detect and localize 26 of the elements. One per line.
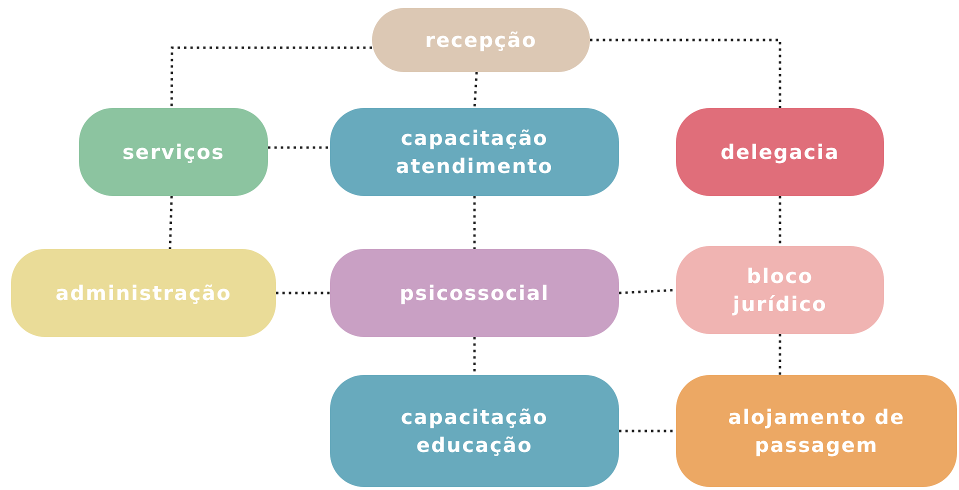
node-label: alojamento de passagem	[727, 404, 906, 459]
dotted-connector	[170, 46, 372, 108]
dotted-connector	[168, 196, 173, 250]
dotted-connector	[778, 334, 782, 375]
rounded-node	[330, 108, 619, 196]
node-label: capacitação atendimento	[394, 125, 554, 180]
dotted-connector	[473, 72, 478, 108]
rounded-node	[79, 108, 268, 196]
rounded-node	[676, 375, 957, 487]
node-label: capacitação educação	[400, 404, 550, 459]
node-label: delegacia	[720, 139, 840, 166]
rounded-node	[330, 249, 619, 337]
rounded-node	[676, 108, 884, 196]
node-label: serviços	[122, 139, 225, 166]
dotted-connector	[268, 146, 330, 149]
dotted-connector	[473, 196, 476, 249]
node-label: psicossocial	[400, 280, 550, 307]
rounded-node	[11, 249, 276, 337]
dotted-connector	[778, 196, 782, 246]
node-label: recepção	[425, 27, 537, 54]
rounded-node	[676, 246, 884, 334]
dotted-connector	[276, 292, 330, 294]
dotted-connector	[590, 38, 782, 108]
node-label: administração	[55, 280, 232, 307]
rounded-node	[330, 375, 619, 487]
node-label: bloco jurídico	[731, 263, 828, 318]
